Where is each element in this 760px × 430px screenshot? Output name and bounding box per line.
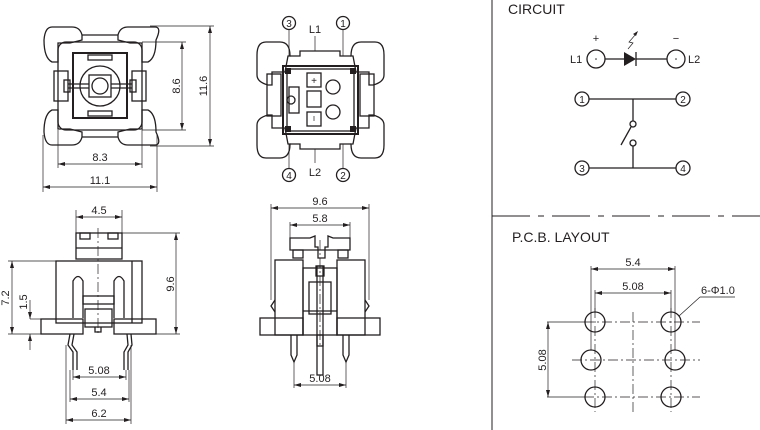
- switch-contact: [629, 120, 637, 128]
- plus-sign: +: [593, 33, 599, 45]
- led-label-l2: L2: [309, 167, 321, 179]
- front-view: 4.5 9.6 7.2 1.5 5.08 5.4 6.2: [0, 205, 180, 424]
- dim-top-width: 4.5: [91, 205, 106, 217]
- pin-callout-2: [335, 167, 351, 183]
- led-minus-pad: [306, 111, 322, 127]
- pin-callout-3: [281, 15, 297, 31]
- dim-base: 6.2: [91, 408, 106, 420]
- dim-height: 9.6: [165, 276, 177, 291]
- corner-lobe: [43, 109, 83, 146]
- svg-text:3: 3: [579, 164, 585, 175]
- dim-body-height: 7.2: [0, 290, 12, 305]
- housing-left: [274, 259, 304, 336]
- base-flange: [259, 317, 304, 336]
- corner-lobe: [43, 26, 83, 63]
- switch-contact: [629, 139, 637, 147]
- svg-text:3: 3: [286, 19, 292, 30]
- pin-callout-1: [335, 15, 351, 31]
- led-diode-icon: [624, 52, 636, 66]
- actuator-housing: [72, 52, 128, 119]
- hole-note: 6-Φ1.0: [701, 285, 735, 297]
- svg-text:4: 4: [680, 164, 686, 175]
- svg-text:2: 2: [340, 171, 346, 182]
- bottom-view: + 3 1 4 2 L1 L2: [256, 15, 385, 183]
- base-flange: [40, 318, 84, 335]
- corner-lobe: [350, 41, 385, 86]
- dim-pitch: 5.08: [88, 365, 109, 377]
- svg-text:2: 2: [680, 95, 686, 106]
- circuit-title: CIRCUIT: [508, 1, 565, 17]
- side-view: 9.6 5.8 5.08: [259, 196, 381, 388]
- dim-pitch: 5.08: [309, 373, 330, 385]
- corner-lobe: [350, 114, 385, 159]
- dim-width: 9.6: [312, 196, 327, 208]
- led-label-l2: L2: [688, 54, 700, 66]
- minus-sign: −: [673, 33, 679, 45]
- led-label-l1: L1: [309, 24, 321, 36]
- corner-lobe: [256, 114, 291, 159]
- dim-outer: 5.4: [625, 257, 640, 269]
- led-plus-pad: [306, 72, 322, 88]
- corner-lobe: [256, 41, 291, 86]
- base-flange: [336, 317, 381, 336]
- svg-text:+: +: [311, 76, 317, 87]
- dim-width-inner: 8.3: [92, 152, 107, 164]
- pcb-hole: [660, 386, 682, 408]
- dim-inner: 5.08: [622, 281, 643, 293]
- switch-housing: [55, 260, 143, 324]
- switch-body: [57, 41, 143, 131]
- svg-text:4: 4: [286, 171, 292, 182]
- corner-lobe: [117, 26, 160, 63]
- circuit-section: CIRCUIT + − L1 L2 1 2 3 4: [508, 1, 700, 176]
- pin-callout-4: [281, 167, 297, 183]
- dim-standoff: 1.5: [18, 294, 30, 309]
- actuator-plunger: [91, 77, 109, 95]
- pcb-layout-section: P.C.B. LAYOUT 5.4 5.08 5.08 6-Φ: [512, 229, 735, 412]
- switch-lever: [620, 126, 632, 146]
- led-terminal-l2: [666, 49, 686, 69]
- top-view: 8.6 11.6 8.3 11.1: [42, 25, 214, 192]
- led-label-l1: L1: [570, 54, 582, 66]
- svg-text:1: 1: [340, 19, 346, 30]
- housing-right: [336, 259, 366, 336]
- dim-vertical: 5.08: [537, 349, 549, 370]
- dim-top-width: 5.8: [312, 213, 327, 225]
- pcb-title: P.C.B. LAYOUT: [512, 229, 610, 245]
- switch-base: [282, 65, 359, 135]
- corner-lobe: [117, 109, 160, 146]
- dim-pin-span: 5.4: [91, 387, 106, 399]
- svg-text:1: 1: [579, 95, 585, 106]
- dim-width-outer: 11.1: [90, 175, 111, 187]
- dim-height-outer: 11.6: [198, 76, 210, 97]
- base-flange: [113, 318, 157, 335]
- dim-height-inner: 8.6: [171, 78, 183, 93]
